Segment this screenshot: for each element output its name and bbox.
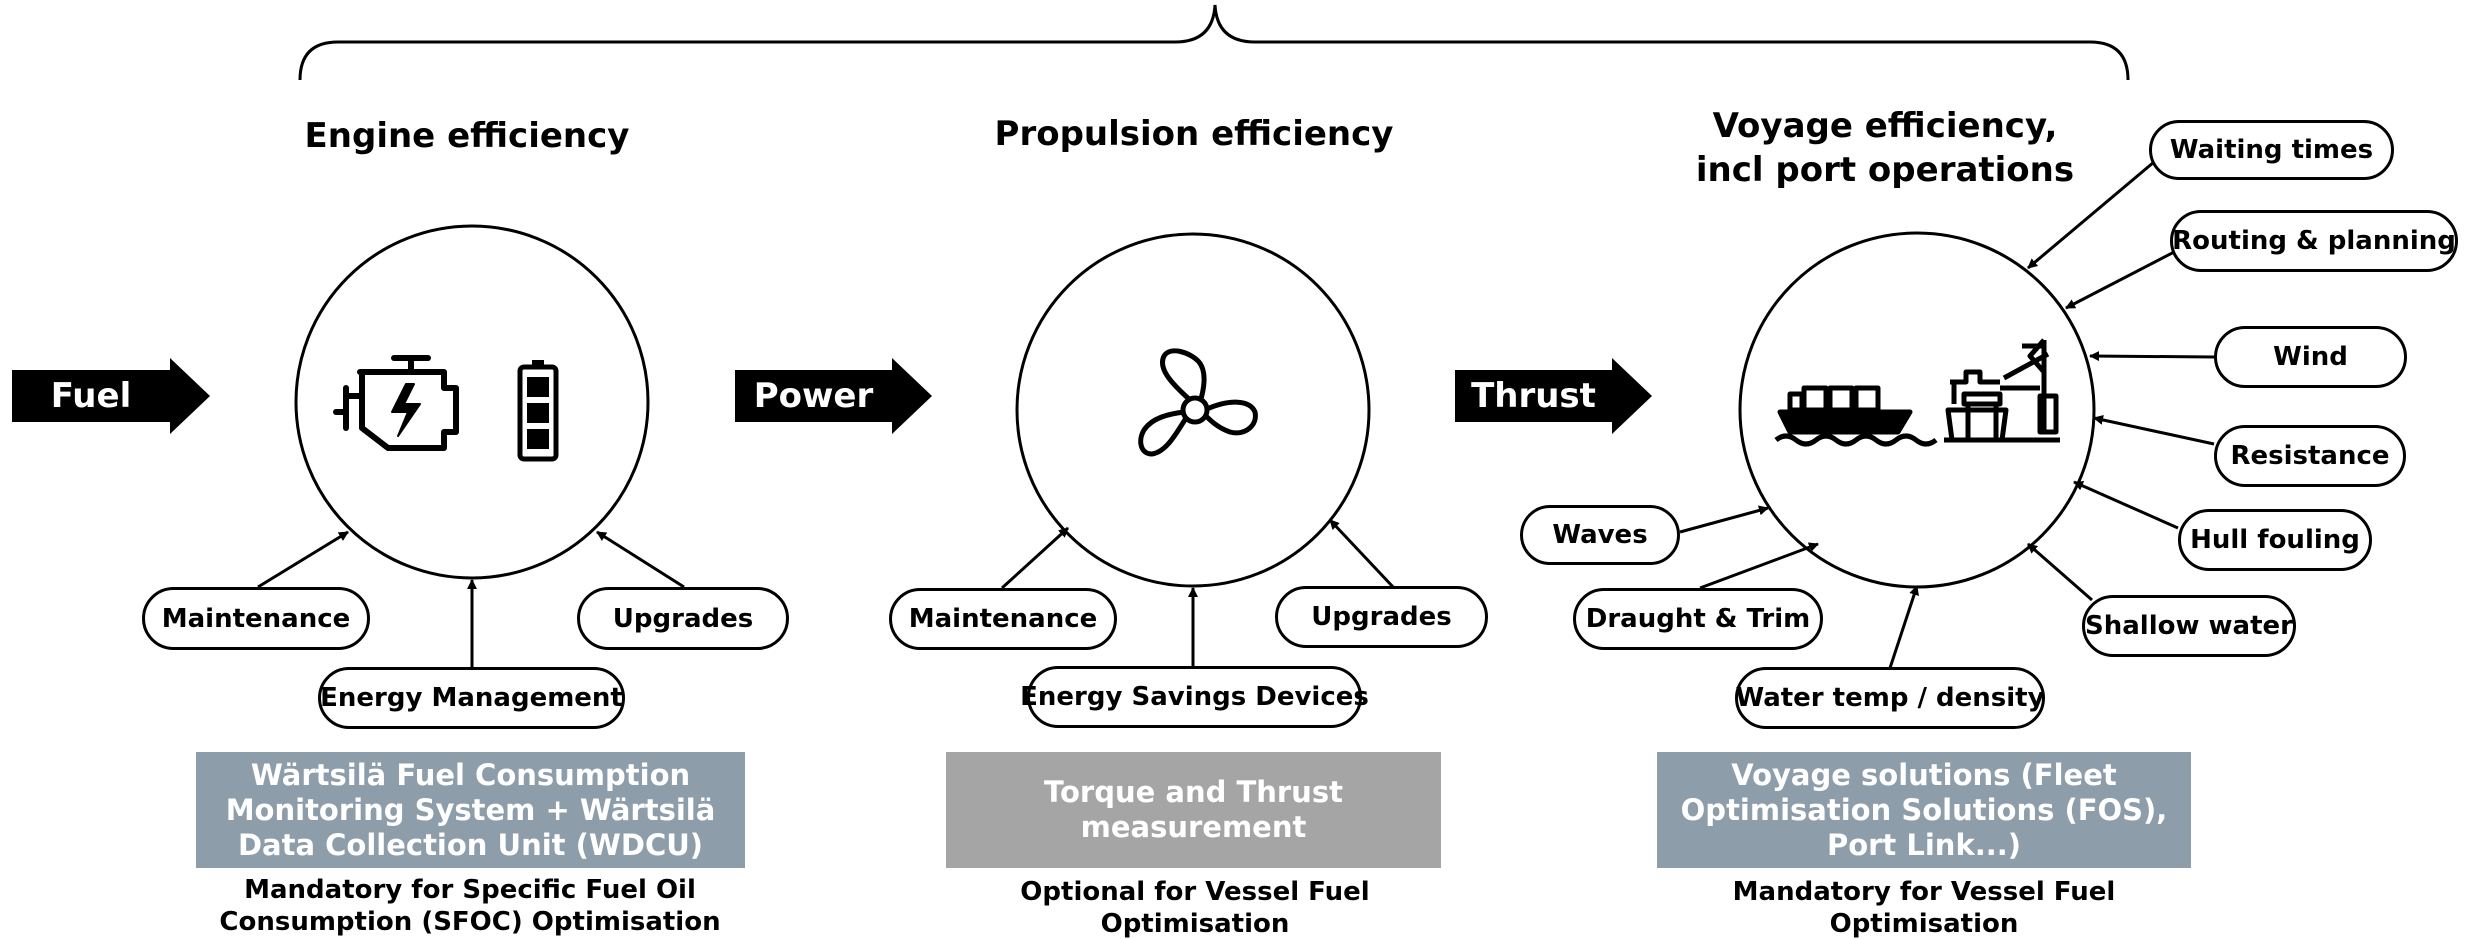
engine-efficiency-title: Engine efficiency bbox=[304, 116, 630, 156]
hull-fouling-arrow bbox=[2073, 480, 2179, 530]
propulsion-efficiency-title: Propulsion efficiency bbox=[994, 114, 1394, 154]
propulsion-upgrades-arrow bbox=[1328, 518, 1396, 590]
draught-arrow bbox=[1699, 542, 1819, 590]
waiting-times-pill: Waiting times bbox=[2149, 120, 2394, 180]
engine-maintenance-arrow bbox=[257, 530, 349, 589]
thrust-arrow bbox=[1455, 358, 1652, 434]
propulsion-requirement-note: Optional for Vessel Fuel Optimisation bbox=[1020, 877, 1370, 939]
shallow-water-pill: Shallow water bbox=[2082, 595, 2296, 657]
engine-maintenance-pill: Maintenance bbox=[142, 587, 370, 650]
voyage-solution-box: Voyage solutions (Fleet Optimisation Sol… bbox=[1657, 752, 2191, 868]
propulsion-upgrades-pill: Upgrades bbox=[1275, 586, 1488, 648]
propulsion-energy-savings-pill: Energy Savings Devices bbox=[1020, 666, 1369, 728]
waves-arrow bbox=[1679, 505, 1769, 534]
engine-circle bbox=[294, 224, 650, 580]
resistance-pill: Resistance bbox=[2214, 425, 2406, 487]
water-temp-arrow bbox=[1888, 585, 1919, 669]
routing-arrow bbox=[2065, 248, 2179, 310]
draught-trim-pill: Draught & Trim bbox=[1573, 588, 1823, 650]
shallow-water-arrow bbox=[2027, 542, 2093, 602]
voyage-efficiency-title: Voyage efficiency, incl port operations bbox=[1695, 106, 2075, 190]
engine-solution-box: Wärtsilä Fuel Consumption Monitoring Sys… bbox=[196, 752, 745, 868]
engine-icon bbox=[333, 355, 459, 451]
top-brace bbox=[298, 4, 2130, 81]
cargo-ship-icon bbox=[1774, 385, 1938, 447]
wind-arrow bbox=[2089, 351, 2215, 362]
battery-icon bbox=[517, 360, 559, 462]
engine-requirement-note: Mandatory for Specific Fuel Oil Consumpt… bbox=[219, 875, 721, 937]
power-label: Power bbox=[753, 376, 874, 416]
power-arrow bbox=[735, 358, 932, 434]
port-crane-icon bbox=[1944, 338, 2060, 443]
propulsion-solution-box: Torque and Thrust measurement bbox=[946, 752, 1441, 868]
propulsion-maintenance-pill: Maintenance bbox=[889, 588, 1117, 650]
thrust-label: Thrust bbox=[1471, 376, 1596, 416]
fuel-label: Fuel bbox=[50, 376, 132, 416]
water-temp-density-pill: Water temp / density bbox=[1735, 667, 2045, 729]
fuel-arrow bbox=[12, 358, 210, 434]
propulsion-maintenance-arrow bbox=[1000, 526, 1070, 590]
propulsion-circle bbox=[1015, 232, 1371, 588]
hull-fouling-pill: Hull fouling bbox=[2178, 509, 2372, 571]
waiting-times-arrow bbox=[2027, 160, 2155, 270]
waves-pill: Waves bbox=[1520, 505, 1680, 565]
voyage-requirement-note: Mandatory for Vessel Fuel Optimisation bbox=[1732, 877, 2116, 939]
routing-planning-pill: Routing & planning bbox=[2170, 210, 2458, 272]
resistance-arrow bbox=[2093, 415, 2215, 446]
propeller-icon bbox=[1138, 348, 1258, 457]
engine-energy-management-pill: Energy Management bbox=[318, 667, 625, 729]
wind-pill: Wind bbox=[2214, 326, 2407, 388]
engine-upgrades-pill: Upgrades bbox=[577, 587, 789, 650]
engine-upgrades-arrow bbox=[596, 530, 685, 589]
